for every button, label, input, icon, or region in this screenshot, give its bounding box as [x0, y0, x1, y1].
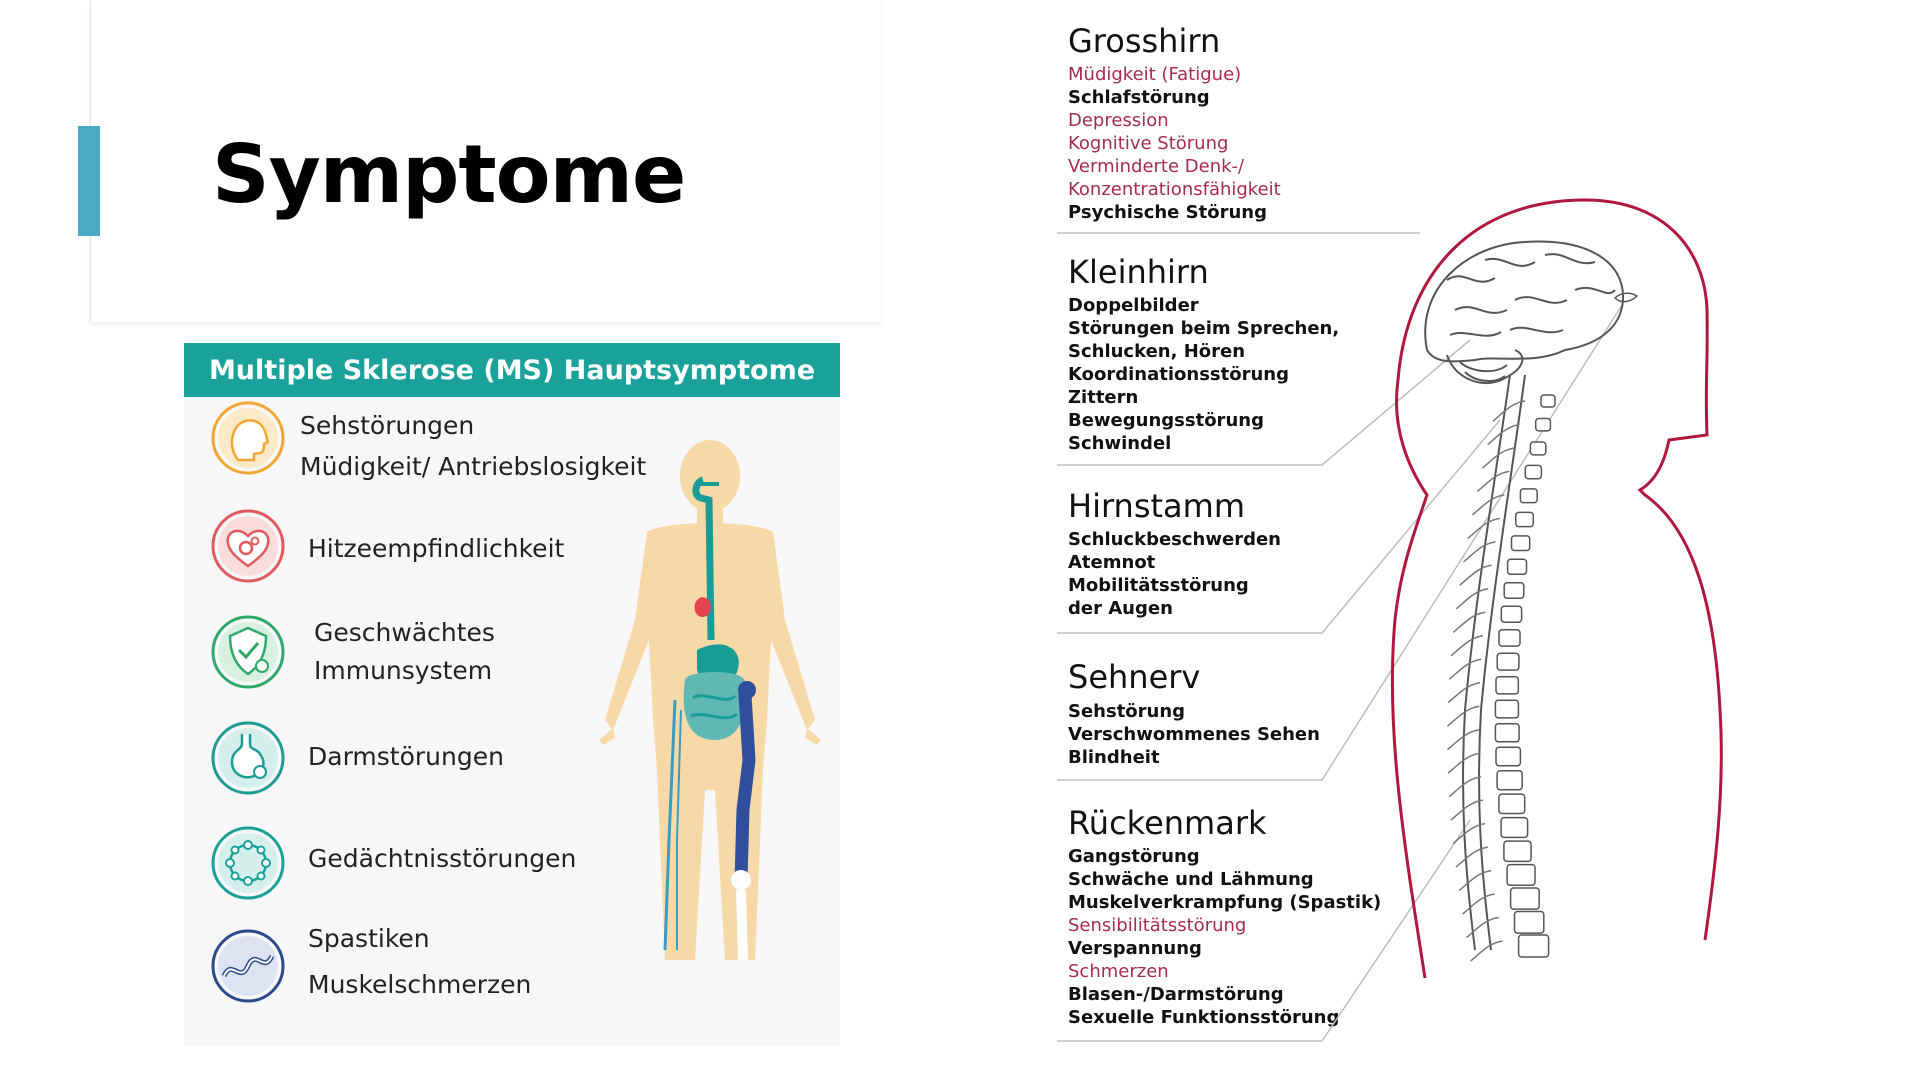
symptom-item: Müdigkeit (Fatigue) [1068, 64, 1242, 85]
vertebra [1510, 535, 1531, 552]
nerve-branch [1470, 940, 1503, 962]
vertebra [1540, 394, 1556, 408]
nerve-branch [1459, 564, 1492, 586]
nerve-branch [1463, 541, 1496, 563]
vertebra [1498, 629, 1521, 647]
symptom-line: Immunsystem [314, 656, 493, 685]
symptom-item: Konzentrationsfähigkeit [1068, 179, 1281, 200]
symptom-line: Hitzeempfindlichkeit [308, 534, 565, 563]
symptom-line: Darmstörungen [308, 742, 504, 771]
region-title-grosshirn: Grosshirn [1068, 22, 1221, 60]
vertebra [1500, 816, 1529, 839]
symptom-line: Sehstörungen [300, 411, 475, 440]
nerve-branch [1487, 423, 1520, 446]
vertebra [1495, 675, 1520, 695]
symptom-line: Spastiken [308, 924, 430, 953]
symptom-line: Geschwächtes [314, 618, 495, 647]
vertebra [1524, 464, 1543, 480]
nerve-branch [1458, 869, 1492, 892]
nerve-branch [1492, 400, 1526, 422]
stomach-icon [211, 721, 285, 795]
muscle-wave-icon [211, 929, 285, 1003]
nerve-branch [1455, 846, 1489, 868]
vertebra [1519, 488, 1538, 504]
symptom-item: Schlafstörung [1068, 87, 1210, 108]
infographic-header: Multiple Sklerose (MS) Hauptsymptome [184, 343, 840, 397]
vertebra [1495, 746, 1522, 767]
symptom-item: Verminderte Denk-/ [1068, 156, 1245, 177]
vertebra [1534, 417, 1552, 432]
nerve-branch [1452, 822, 1486, 845]
symptom-line: Müdigkeit/ Antriebslosigkeit [300, 452, 647, 481]
symptom-line: Gedächtnisstörungen [308, 844, 577, 873]
symptom-item: Psychische Störung [1068, 202, 1267, 223]
title-card [90, 0, 881, 322]
accent-bar [78, 126, 100, 236]
vertebra [1496, 769, 1523, 791]
vertebra [1498, 793, 1526, 815]
nerve-branch [1447, 752, 1481, 774]
vertebra [1496, 652, 1520, 671]
nerve-branch [1452, 611, 1486, 633]
vertebra [1503, 840, 1532, 863]
nerve-branch [1476, 470, 1510, 492]
vertebra [1503, 582, 1525, 600]
head-profile-icon [211, 401, 285, 475]
nerve-branch [1450, 635, 1484, 657]
nerve-branch [1450, 799, 1484, 821]
vertebra [1494, 699, 1520, 719]
vertebra [1494, 722, 1520, 743]
heart-gear-icon [211, 509, 285, 583]
symptom-line: Muskelschmerzen [308, 970, 532, 999]
vertebra [1515, 511, 1535, 528]
nerve-branch [1466, 916, 1499, 939]
nerve-branch [1448, 775, 1482, 798]
vertebra [1506, 863, 1536, 887]
human-body-illustration [599, 440, 821, 960]
vertebra [1509, 887, 1540, 910]
symptom-item: Depression [1068, 110, 1169, 131]
vertebra [1500, 605, 1523, 623]
symptom-item: Kognitive Störung [1068, 133, 1229, 154]
region-list-grosshirn: Müdigkeit (Fatigue) Schlafstörung Depres… [1068, 63, 1281, 224]
anatomy-illustration [1390, 198, 1723, 979]
nerve-branch [1481, 447, 1515, 469]
nerve-branch [1448, 658, 1482, 680]
nerve-branch [1471, 494, 1505, 516]
vertebra [1529, 441, 1547, 456]
page-title: Symptome [212, 128, 686, 221]
nerve-branch [1455, 588, 1489, 610]
nerve-branch [1446, 728, 1480, 751]
shield-check-icon [211, 615, 285, 689]
nerve-branch [1446, 705, 1480, 727]
neuron-ring-icon [211, 826, 285, 900]
nerve-branch [1447, 681, 1481, 704]
nerve-branch [1467, 517, 1500, 539]
nerve-branch [1462, 893, 1495, 915]
vertebra [1506, 558, 1528, 576]
region-title-kleinhirn: Kleinhirn [1068, 253, 1209, 291]
vertebra [1517, 934, 1550, 958]
vertebra [1513, 910, 1545, 934]
